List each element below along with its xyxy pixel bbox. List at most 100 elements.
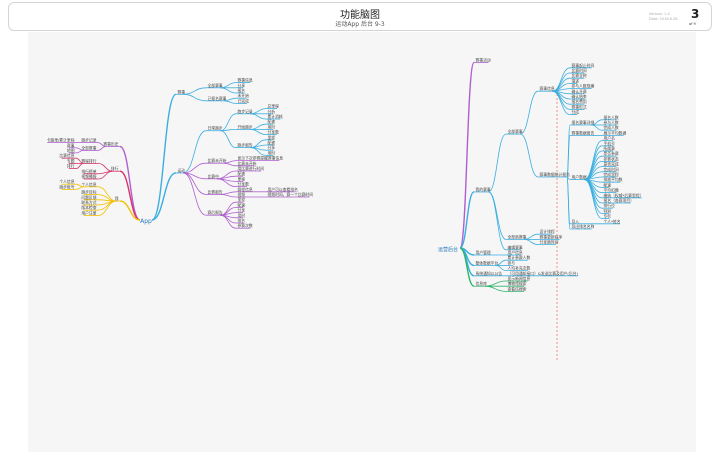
mind-map-node[interactable]: 配速 bbox=[604, 182, 612, 187]
mind-map-node[interactable]: 是否参赛 bbox=[604, 151, 619, 156]
mind-map-node[interactable]: 联系方式 bbox=[81, 200, 96, 205]
mind-map-node[interactable]: 用比赛进行时间 bbox=[238, 166, 265, 171]
root-node-app[interactable]: App bbox=[140, 218, 152, 225]
mind-map-node[interactable]: 用户信息 bbox=[508, 250, 523, 255]
mind-map-node[interactable]: 赛事数据报告 bbox=[572, 130, 595, 135]
mind-map-node[interactable]: 我的赛事 bbox=[476, 187, 491, 192]
mind-map-node[interactable]: 全部赛事 bbox=[508, 129, 523, 134]
mind-map-node[interactable]: 排行 bbox=[67, 164, 75, 169]
mind-map-node[interactable]: 全部赛事 bbox=[208, 83, 223, 88]
mind-map-node[interactable]: 配速 bbox=[238, 202, 246, 207]
mind-map-node[interactable]: 比赛未开始 bbox=[208, 158, 227, 163]
mind-map-node[interactable]: 排行 bbox=[111, 166, 119, 171]
mind-map-node[interactable]: 分享数 bbox=[268, 130, 280, 135]
mind-map-node[interactable]: 跑步报告 bbox=[238, 143, 253, 148]
mind-map-node[interactable]: 总里程 bbox=[268, 104, 280, 109]
mind-map-node[interactable]: 赛事数据统计报告 bbox=[540, 172, 571, 177]
mind-map-node[interactable]: 显示新闻信息 bbox=[508, 276, 531, 281]
mind-map-node[interactable]: 累计消耗 bbox=[268, 114, 283, 119]
mind-map-node[interactable]: 编辑赛事 bbox=[508, 245, 523, 250]
mind-map-node[interactable]: 平均扣缴 bbox=[604, 188, 619, 193]
mind-map-node[interactable]: 专栏 bbox=[604, 214, 612, 219]
mind-map-node[interactable]: 专题 bbox=[67, 158, 75, 163]
mind-map-node[interactable]: 跑步目标 bbox=[81, 190, 96, 195]
mind-map-node[interactable]: 参与人数 bbox=[604, 120, 619, 125]
mind-map-node[interactable]: 比赛全称 bbox=[572, 73, 587, 78]
mind-map-node[interactable]: 开始跑步 bbox=[238, 124, 253, 129]
mind-map-node[interactable]: 里程 bbox=[238, 176, 246, 181]
mind-map-node[interactable]: 参与 bbox=[508, 260, 516, 265]
mind-map-node[interactable]: 跑步记录 bbox=[238, 109, 253, 114]
mind-map-node[interactable]: 我 bbox=[115, 196, 119, 201]
mind-map-node[interactable]: 排行榜单 bbox=[81, 169, 96, 174]
mind-map-node[interactable]: 个人*姓名 bbox=[604, 219, 621, 224]
mind-map-node[interactable]: 已报名赛事 bbox=[208, 96, 227, 101]
mind-map-node[interactable]: 赛程排行 bbox=[81, 158, 96, 163]
mind-map-node[interactable]: 完成时间 bbox=[604, 167, 619, 172]
mind-map-node[interactable]: 排名 bbox=[238, 218, 246, 223]
mind-map-node[interactable]: 运动 bbox=[178, 168, 186, 173]
mind-map-node[interactable]: 已完成 bbox=[238, 98, 250, 103]
mind-map-node[interactable]: 查看信搜索 bbox=[508, 286, 527, 291]
mind-map-node[interactable]: 人均补充次数 bbox=[508, 266, 531, 271]
mind-map-node[interactable]: 参与人数规模 bbox=[572, 84, 595, 89]
mind-map-node[interactable]: 用时 bbox=[268, 124, 276, 129]
mind-map-node[interactable]: 全部赛事 bbox=[81, 145, 96, 150]
mind-map-node[interactable]: 所属赛 bbox=[604, 146, 616, 151]
mind-map-node[interactable]: 跑步账号 bbox=[59, 184, 74, 189]
mind-map-node[interactable]: 卡路里/累计里程 bbox=[47, 138, 75, 143]
mind-map-node[interactable]: 展示平均数据 bbox=[604, 130, 627, 135]
mind-map-node[interactable]: 是否完成 bbox=[604, 162, 619, 167]
mind-map-node[interactable]: 完成人数 bbox=[604, 125, 619, 130]
mind-map-svg[interactable]: App赛事全部赛事赛事信息分享报名已报名赛事未开始已完成运动日常跑步跑步记录总里… bbox=[28, 32, 696, 452]
root-node-ops[interactable]: 运营后台 bbox=[438, 246, 458, 253]
mind-map-node[interactable]: 用户管理 bbox=[476, 250, 491, 255]
mind-map-node[interactable]: 赛事起止时间 bbox=[572, 63, 595, 68]
mind-map-node[interactable]: 报名费用 bbox=[572, 99, 587, 104]
mind-map-node[interactable]: 赛事更新程序 bbox=[540, 234, 563, 239]
mind-map-node[interactable]: 赛事活动 bbox=[476, 58, 491, 63]
mind-map-node[interactable]: 里程 bbox=[238, 197, 246, 202]
mind-map-node[interactable]: 整体数据平台 bbox=[476, 260, 499, 265]
mind-map-node[interactable]: 报名赛事详细 bbox=[572, 120, 595, 125]
mind-map-node[interactable]: 确认结束 bbox=[572, 94, 587, 99]
mind-map-node[interactable]: 赛后报告 bbox=[208, 210, 223, 215]
mind-map-node[interactable]: 系统通知以公告 bbox=[476, 271, 503, 276]
mind-map-node[interactable]: 累计参赛人数 bbox=[508, 255, 531, 260]
mind-map-node[interactable]: 比赛报告 bbox=[208, 189, 223, 194]
mind-map-node[interactable]: 导入 bbox=[572, 219, 580, 224]
mind-map-node[interactable]: 个人信息 bbox=[59, 179, 74, 184]
mind-map-node[interactable]: 报名 bbox=[238, 88, 246, 93]
mind-map-node[interactable]: 报名（各赛项目） bbox=[604, 198, 634, 203]
mind-map-node[interactable]: 视频时间，赛一个比赛时间 bbox=[268, 192, 314, 197]
mind-map-node[interactable]: 缴纳（权威*后赛里程） bbox=[604, 193, 644, 198]
mind-map-node[interactable]: 分成 bbox=[572, 110, 580, 115]
mind-map-node[interactable]: 报名人数 bbox=[604, 115, 619, 120]
mind-map-node[interactable]: 用户注册 bbox=[81, 210, 96, 215]
mind-map-node[interactable]: 赛事信息 bbox=[238, 78, 253, 83]
mind-map-node[interactable]: 赛程信息 bbox=[238, 187, 253, 192]
mind-map-node[interactable]: 确认开赛 bbox=[572, 89, 587, 94]
mind-map-node[interactable]: 赛事 bbox=[178, 89, 186, 94]
mind-map-node[interactable]: 问题反馈 bbox=[81, 195, 96, 200]
mind-map-node[interactable]: 信息库 bbox=[476, 281, 488, 286]
mind-map-node[interactable]: 日常跑步 bbox=[208, 126, 223, 131]
mind-map-node[interactable]: 配速 bbox=[268, 119, 276, 124]
mind-map-node[interactable]: 描述 bbox=[572, 78, 580, 83]
mind-map-node[interactable]: 里程 bbox=[268, 135, 276, 140]
mind-map-node[interactable]: 个人信息 bbox=[81, 182, 96, 187]
mind-map-node[interactable]: 手机号 bbox=[604, 141, 616, 146]
mind-map-node[interactable]: 比赛未开始 bbox=[238, 161, 257, 166]
mind-map-node[interactable]: 分享数 bbox=[238, 182, 250, 187]
mind-map-node[interactable]: 跑步记录 bbox=[81, 138, 96, 143]
mind-map-node[interactable]: 排行位 bbox=[604, 203, 616, 208]
mind-map-node[interactable]: 赛事历史 bbox=[103, 142, 118, 147]
mind-map-node[interactable]: 比赛中 bbox=[208, 174, 220, 179]
mind-map-node[interactable]: 导出排名名称 bbox=[572, 224, 595, 229]
mind-map-node[interactable]: 分享 bbox=[238, 83, 246, 88]
mind-map-node[interactable]: 配速 bbox=[268, 140, 276, 145]
mind-map-node[interactable]: 视频 bbox=[238, 192, 246, 197]
mind-map-node[interactable]: 用时 bbox=[268, 150, 276, 155]
mind-map-node[interactable]: 分享 bbox=[238, 208, 246, 213]
